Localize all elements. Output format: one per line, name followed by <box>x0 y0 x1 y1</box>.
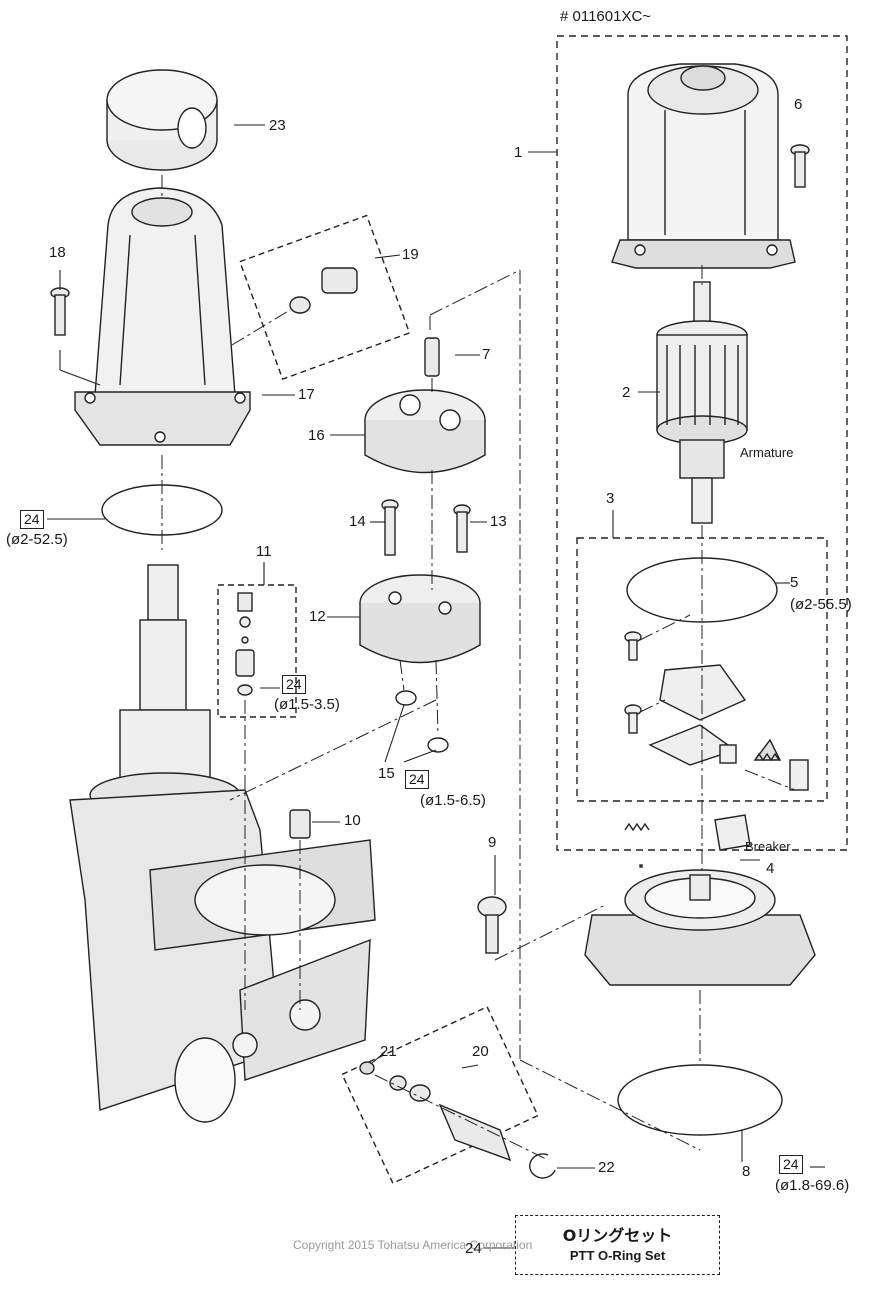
bolt-6 <box>790 144 810 188</box>
callout-2: 2 <box>622 384 631 401</box>
circlip-22 <box>529 1153 556 1179</box>
filter-23 <box>106 69 218 171</box>
armature <box>656 281 748 524</box>
plug-19-frame <box>238 214 411 381</box>
copyright-text: Copyright 2015 Tohatsu America Corporati… <box>293 1238 533 1252</box>
kit-ref-number: 24 <box>465 1240 482 1257</box>
callout-20: 20 <box>472 1043 489 1060</box>
reservoir-17 <box>74 187 251 446</box>
pump-12 <box>359 574 481 664</box>
part-16 <box>364 389 486 474</box>
armature-note: Armature <box>740 445 794 460</box>
callout-15: 15 <box>378 765 395 782</box>
callout-12: 12 <box>309 608 326 625</box>
bolt-9 <box>477 896 507 954</box>
motor-yoke <box>611 63 796 269</box>
oring-5-spec: (ø2-55.5) <box>790 596 852 613</box>
seal-21 <box>359 1061 375 1075</box>
tilt-cylinder <box>69 564 376 1123</box>
bolt-18 <box>50 287 70 336</box>
callout-14: 14 <box>349 513 366 530</box>
oring-15a <box>395 690 417 706</box>
serial-range-label: # 011601XC~ <box>560 8 652 25</box>
center-lines <box>161 175 796 1161</box>
plug-19 <box>289 267 358 314</box>
springs <box>624 752 780 832</box>
callout-13: 13 <box>490 513 507 530</box>
callout-4: 4 <box>766 860 775 877</box>
callout-3: 3 <box>606 490 615 507</box>
pin-7 <box>424 337 440 377</box>
valve-10 <box>289 809 311 839</box>
callout-10: 10 <box>344 812 361 829</box>
oring-spec: (ø1.8-69.6) <box>775 1177 850 1194</box>
callout-6: 6 <box>794 96 803 113</box>
oring-kit-legend: Oリングセット PTT O-Ring Set <box>515 1215 720 1275</box>
callout-19: 19 <box>402 246 419 263</box>
callout-5: 5 <box>790 574 799 591</box>
callout-16: 16 <box>308 427 325 444</box>
oring-spec: (ø1.5-6.5) <box>420 792 486 809</box>
oring-ref-box: 24 <box>405 770 429 789</box>
callout-9: 9 <box>488 834 497 851</box>
oring-8 <box>617 1064 783 1136</box>
callout-21: 21 <box>380 1043 397 1060</box>
breaker-note: Breaker <box>745 839 791 854</box>
leader-lines <box>47 124 825 1249</box>
kit-name-japanese: Oリングセット <box>562 1226 673 1245</box>
oring-15b <box>427 737 449 753</box>
oring-spec: (ø2-52.5) <box>6 531 68 548</box>
callout-18: 18 <box>49 244 66 261</box>
callout-23: 23 <box>269 117 286 134</box>
oring-spec: (ø1.5-3.5) <box>274 696 340 713</box>
oring-ref-box: 24 <box>779 1155 803 1174</box>
motor-base <box>584 869 816 986</box>
callout-7: 7 <box>482 346 491 363</box>
oring-ref-box: 24 <box>20 510 44 529</box>
valve-20-frame <box>341 1005 539 1185</box>
bolts-13-14 <box>381 499 471 556</box>
callout-8: 8 <box>742 1163 751 1180</box>
kit-name-english: PTT O-Ring Set <box>569 1248 666 1263</box>
callout-22: 22 <box>598 1159 615 1176</box>
oring-ref-box: 24 <box>282 675 306 694</box>
callout-1: 1 <box>514 144 523 161</box>
valve-11-frame <box>217 584 297 718</box>
brush-holder-parts <box>624 631 809 868</box>
valve-20-parts <box>389 1075 512 1162</box>
callout-17: 17 <box>298 386 315 403</box>
callout-11: 11 <box>256 543 272 560</box>
valve-11-parts <box>235 592 255 696</box>
